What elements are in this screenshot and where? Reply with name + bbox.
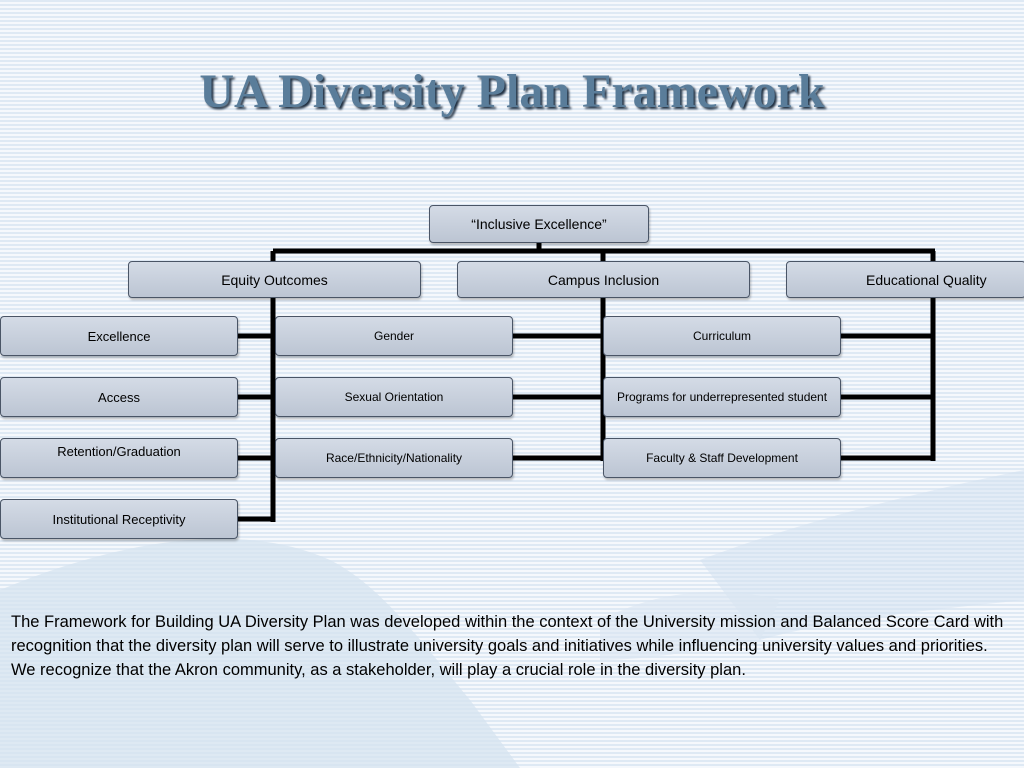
category-label: Educational Quality	[866, 271, 987, 288]
node-label: Access	[98, 389, 140, 405]
node-institutional-receptivity: Institutional Receptivity	[0, 499, 238, 539]
category-label: Equity Outcomes	[221, 271, 328, 288]
node-programs-underrepresented: Programs for underrepresented student	[603, 377, 841, 417]
category-campus-inclusion: Campus Inclusion	[457, 261, 750, 298]
node-retention-graduation: Retention/Graduation	[0, 438, 238, 478]
category-label: Campus Inclusion	[547, 271, 660, 288]
node-label: Programs for underrepresented student	[616, 390, 828, 404]
node-label: Curriculum	[692, 329, 751, 343]
node-race-ethnicity-nationality: Race/Ethnicity/Nationality	[275, 438, 513, 478]
node-label: Sexual Orientation	[344, 390, 444, 404]
framework-description: The Framework for Building UA Diversity …	[11, 613, 1004, 679]
node-curriculum: Curriculum	[603, 316, 841, 356]
node-label: Gender	[373, 329, 415, 343]
root-node: “Inclusive Excellence”	[429, 205, 649, 243]
node-faculty-staff-development: Faculty & Staff Development	[603, 438, 841, 478]
node-gender: Gender	[275, 316, 513, 356]
node-access: Access	[0, 377, 238, 417]
node-label: Race/Ethnicity/Nationality	[325, 451, 463, 465]
category-educational-quality: Educational Quality	[786, 261, 1024, 298]
node-sexual-orientation: Sexual Orientation	[275, 377, 513, 417]
page-title: UA Diversity Plan Framework	[199, 65, 825, 118]
node-label: Faculty & Staff Development	[646, 451, 798, 465]
node-label: Retention/Graduation	[57, 444, 181, 459]
node-excellence: Excellence	[0, 316, 238, 356]
node-label: Institutional Receptivity	[52, 511, 186, 527]
node-label: Excellence	[87, 328, 151, 344]
root-node-label: “Inclusive Excellence”	[471, 216, 607, 232]
category-equity-outcomes: Equity Outcomes	[128, 261, 421, 298]
